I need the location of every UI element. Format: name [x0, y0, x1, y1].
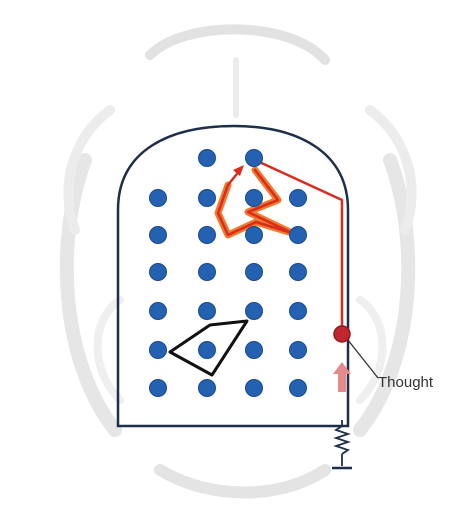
- electrode-node: [290, 190, 307, 207]
- electrode-node: [246, 380, 263, 397]
- electrode-node: [290, 303, 307, 320]
- electrode-node: [199, 380, 216, 397]
- electrode-node: [246, 303, 263, 320]
- electrode-node: [246, 342, 263, 359]
- electrode-node: [246, 190, 263, 207]
- electrode-node: [290, 342, 307, 359]
- electrode-node: [290, 264, 307, 281]
- input-node-marker: [334, 326, 350, 342]
- electrode-node: [246, 227, 263, 244]
- electrode-node: [150, 190, 167, 207]
- electrode-node: [150, 227, 167, 244]
- electrode-node: [199, 190, 216, 207]
- electrode-node: [150, 380, 167, 397]
- electrode-node: [290, 380, 307, 397]
- electrode-node: [150, 303, 167, 320]
- electrode-node: [199, 264, 216, 281]
- electrode-node: [246, 264, 263, 281]
- electrode-node: [199, 150, 216, 167]
- electrode-node: [150, 342, 167, 359]
- electrode-node: [246, 150, 263, 167]
- active-arrowhead: [233, 165, 244, 176]
- electrode-node: [290, 227, 307, 244]
- electrode-node: [199, 303, 216, 320]
- electrode-node: [199, 342, 216, 359]
- active-pathway: [218, 160, 342, 330]
- thought-label: Thought: [378, 374, 433, 391]
- electrode-node: [199, 227, 216, 244]
- electrode-node: [150, 264, 167, 281]
